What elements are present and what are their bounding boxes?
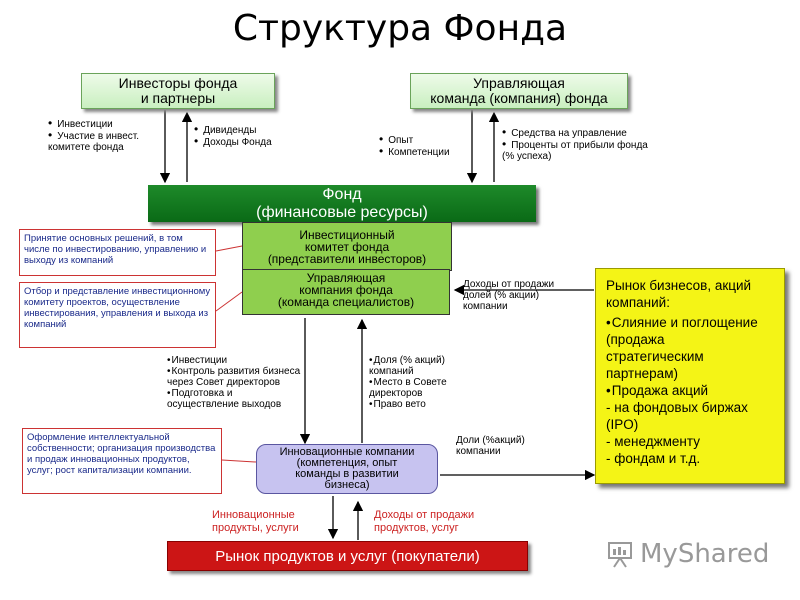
watermark-text: MyShared — [640, 539, 770, 569]
label-veto: Право вето — [373, 399, 426, 410]
label-board: через Совет директоров — [167, 377, 281, 388]
label-exits: осуществление выходов — [167, 399, 282, 410]
label-fund-income: Доходы Фонда — [203, 137, 272, 148]
product-income-label: Доходы от продажи продуктов, услуг — [374, 509, 504, 535]
note-decisions: Принятие основных решений, в том числе п… — [19, 229, 216, 276]
note-ip: Оформление интеллектуальной собственност… — [22, 428, 222, 494]
management-company-box: Управляющая компания фонда (команда спец… — [242, 269, 450, 315]
business-market-box: Рынок бизнесов, акций компаний: Слияние … — [595, 268, 785, 484]
product-income-line-1: Доходы от продажи — [374, 509, 475, 521]
presentation-icon — [608, 542, 632, 568]
market-heading-2: компаний: — [606, 295, 670, 310]
label-share: Доля (% акций) — [373, 355, 445, 366]
label-success-percent: (% успеха) — [502, 151, 552, 162]
innov-line-1: Инновационные компании — [279, 446, 415, 458]
label-preparation: Подготовка и — [171, 388, 233, 399]
fund-box-line-2: (финансовые ресурсы) — [256, 203, 428, 221]
innov-line-3: команды в развитии — [295, 468, 399, 480]
watermark-logo: MyShared — [606, 536, 786, 572]
products-market-box: Рынок продуктов и услуг (покупатели) — [167, 541, 528, 571]
connector-note-decisions — [215, 245, 243, 252]
label-investments: Инвестиции — [57, 119, 113, 130]
connector-note-selection — [215, 291, 243, 312]
sale-income-line-3: компании — [463, 301, 508, 312]
shares-label: Доли (%акций) компании — [456, 435, 576, 457]
connector-note-ip — [221, 459, 257, 463]
fund-to-innov-labels: Инвестиции Контроль развития бизнеса чер… — [167, 355, 327, 410]
management-box-line-2: команда (компания) фонда — [430, 90, 608, 106]
company-line-1: Управляющая — [306, 271, 386, 285]
shares-line-2: компании — [456, 446, 501, 457]
label-management-funds: Средства на управление — [511, 128, 627, 139]
market-item-partners: партнерам) — [606, 366, 678, 381]
market-item-strategic: стратегическим — [606, 349, 704, 364]
committee-line-1: Инвестиционный — [299, 227, 395, 242]
note-selection: Отбор и представление инвестиционному ко… — [19, 282, 216, 348]
page-title: Структура Фонда — [232, 8, 568, 49]
sale-income-line-2: долей (% акции) — [463, 290, 540, 301]
market-item-shares: Продажа акций — [611, 383, 709, 398]
innovation-companies-box: Инновационные компании (компетенция, опы… — [256, 444, 438, 494]
investors-box-line-2: и партнеры — [140, 90, 216, 106]
investors-up-labels: Дивиденды Доходы Фонда — [194, 124, 314, 148]
innov-line-4: бизнеса) — [324, 479, 370, 491]
innov-products-line-1: Инновационные — [212, 509, 295, 521]
fund-box: Фонд (финансовые ресурсы) — [148, 185, 536, 222]
market-item-management: - менеджменту — [606, 434, 700, 449]
market-item-ipo: (IPO) — [606, 417, 639, 432]
market-item-funds: - фондам и т.д. — [606, 451, 701, 466]
label-competences: Компетенции — [388, 147, 450, 158]
market-item-sale: (продажа — [606, 332, 665, 347]
investment-committee-box: Инвестиционный комитет фонда (представит… — [242, 222, 452, 271]
company-line-2: компания фонда — [299, 283, 393, 297]
product-income-line-2: продуктов, услуг — [374, 522, 459, 534]
shares-line-1: Доли (%акций) — [456, 435, 525, 446]
sale-income-line-1: Доходы от продажи — [463, 279, 555, 290]
committee-line-3: (представители инвесторов) — [267, 251, 427, 266]
market-item-exchanges: - на фондовых биржах — [606, 400, 748, 415]
innov-products-line-2: продукты, услуги — [212, 522, 299, 534]
label-directors: директоров — [369, 388, 423, 399]
label-control: Контроль развития бизнеса — [171, 366, 301, 377]
investors-down-labels: Инвестиции Участие в инвест. комитете фо… — [48, 118, 163, 153]
market-heading-1: Рынок бизнесов, акций — [606, 278, 752, 293]
innov-to-fund-labels: Доля (% акций) компаний Место в Совете д… — [369, 355, 469, 410]
company-line-3: (команда специалистов) — [277, 295, 415, 309]
innov-line-2: (компетенция, опыт — [296, 457, 398, 469]
management-box-line-1: Управляющая — [473, 75, 565, 91]
label-board-seat: Место в Совете — [373, 377, 447, 388]
investors-box-line-1: Инвесторы фонда — [118, 75, 238, 91]
innov-products-label: Инновационные продукты, услуги — [212, 509, 322, 535]
label-experience: Опыт — [388, 135, 414, 146]
label-dividends: Дивиденды — [203, 125, 257, 136]
fund-box-line-1: Фонд — [322, 185, 362, 203]
label-committee: комитете фонда — [48, 142, 124, 153]
management-down-labels: Опыт Компетенции — [379, 134, 471, 158]
sale-income-label: Доходы от продажи долей (% акции) компан… — [463, 279, 593, 312]
label-innov-investments: Инвестиции — [171, 355, 228, 366]
market-item-merger: Слияние и поглощение — [611, 315, 758, 330]
label-companies: компаний — [369, 366, 414, 377]
committee-line-2: комитет фонда — [304, 239, 390, 254]
management-box: Управляющая команда (компания) фонда — [410, 73, 628, 109]
investors-box: Инвесторы фонда и партнеры — [81, 73, 275, 109]
management-up-labels: Средства на управление Проценты от прибы… — [502, 127, 692, 162]
label-profit-percent: Проценты от прибыли фонда — [511, 140, 648, 151]
label-participation: Участие в инвест. — [57, 131, 140, 142]
